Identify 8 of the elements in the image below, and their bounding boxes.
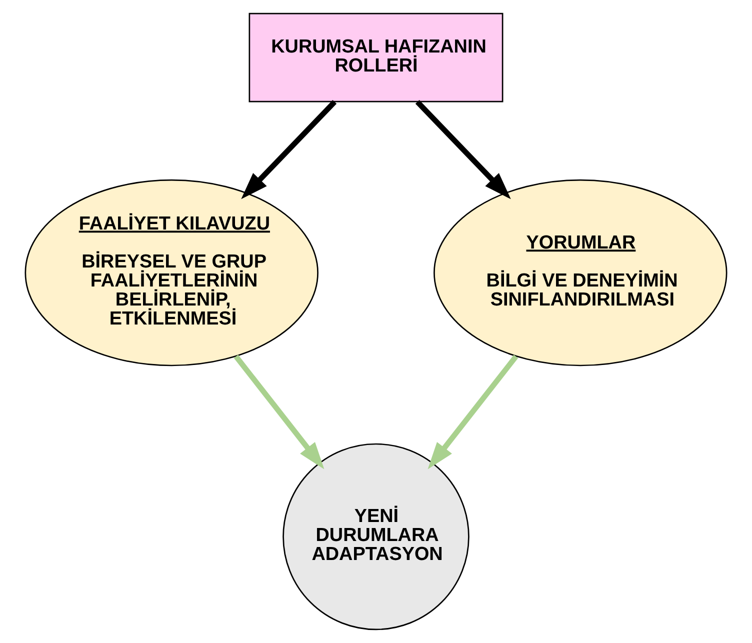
arrow bbox=[415, 100, 511, 200]
node-ellipse: FAALİYET KILAVUZU BİREYSEL VE GRUP FAALİYETLERİNİN BELİRLENİP, ETKİLENMESİ bbox=[24, 179, 318, 366]
arrow bbox=[241, 100, 337, 200]
node-circle: YENİ DURUMLARA ADAPTASYON bbox=[282, 443, 470, 630]
arrow bbox=[234, 354, 324, 470]
arrow bbox=[428, 354, 518, 470]
node-ellipse: YORUMLAR BİLGİ VE DENEYİMİN SINIFLANDIRILMASI bbox=[434, 179, 728, 366]
node-box: KURUMSAL HAFIZANIN ROLLERİ bbox=[248, 12, 504, 102]
